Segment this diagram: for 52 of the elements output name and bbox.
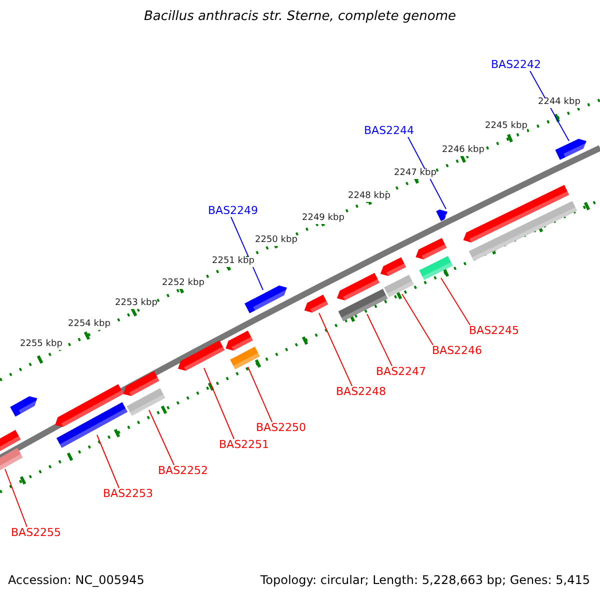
gene-label: BAS2248 [336, 386, 386, 398]
scale-label: 2251 kbp [212, 257, 254, 267]
gene-label: BAS2253 [103, 488, 154, 500]
scale-label: 2246 kbp [442, 146, 484, 156]
gene-glyph [555, 138, 589, 160]
gene-label: BAS2245 [469, 325, 520, 338]
scale-label: 2252 kbp [162, 279, 204, 289]
scale-label: 2247 kbp [394, 169, 436, 179]
gene-glyph [0, 430, 23, 472]
scale-label: 2253 kbp [115, 299, 158, 309]
footer-text: Accession: NC_005945 [8, 574, 144, 588]
gene-label: BAS2246 [432, 345, 482, 358]
gene-glyph [436, 210, 450, 222]
gene-label: BAS2250 [256, 422, 306, 434]
gene-glyph [416, 238, 453, 280]
gene-label: BAS2251 [219, 439, 270, 452]
gene-label: BAS2249 [208, 205, 258, 218]
gene-glyph [10, 396, 40, 417]
leader-line [318, 312, 352, 386]
scale-label: 2248 kbp [348, 192, 390, 202]
scale-label: 2249 kbp [302, 214, 344, 224]
gene-glyph [226, 330, 260, 370]
gene-glyph [244, 286, 290, 314]
gene-glyph [304, 294, 328, 313]
gene-label: BAS2244 [364, 125, 414, 138]
gene-label: BAS2247 [376, 366, 426, 378]
gene-label: BAS2255 [11, 527, 62, 540]
gene-glyph [380, 257, 414, 298]
scale-label: 2245 kbp [485, 122, 528, 132]
leader-line [96, 434, 120, 488]
scale-label: 2250 kbp [255, 236, 298, 246]
scale-label: 2244 kbp [538, 98, 580, 108]
leader-line [230, 216, 264, 290]
leader-line [4, 468, 28, 528]
gene-glyph [123, 371, 166, 416]
gene-glyph [55, 384, 128, 448]
gene-glyph [463, 184, 578, 262]
title: Bacillus anthracis str. Sterne, complete genome [143, 10, 457, 24]
leader-line [148, 410, 174, 466]
gene-glyph [178, 340, 225, 371]
leader-line [440, 278, 470, 326]
gene-label: BAS2252 [158, 465, 208, 478]
gene-glyph [336, 272, 388, 322]
scale-label: 2255 kbp [20, 340, 62, 350]
leader-line [204, 368, 234, 440]
leader-line [402, 294, 434, 346]
scale-label: 2254 kbp [68, 320, 110, 330]
footer-text: Topology: circular; Length: 5,228,663 bp; Genes: 5,415 [260, 574, 590, 588]
leader-line [248, 366, 272, 422]
leader-line [408, 136, 446, 210]
gene-label: BAS2242 [491, 59, 542, 72]
leader-line [366, 314, 392, 366]
